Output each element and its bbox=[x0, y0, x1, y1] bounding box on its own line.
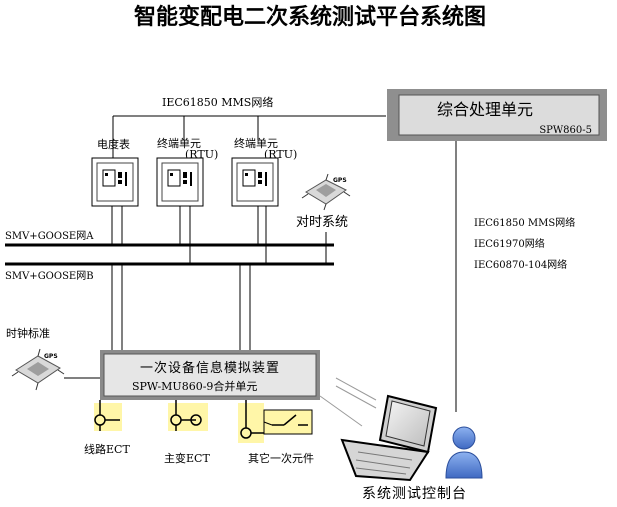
gps-satellite-top-icon bbox=[301, 173, 351, 211]
operator-person-icon bbox=[445, 426, 483, 479]
sim-to-console-link-2 bbox=[335, 385, 377, 409]
other-primary-label: 其它一次元件 bbox=[248, 451, 314, 465]
device-label-rtu-1: 终端单元 bbox=[157, 136, 201, 150]
other-primary-element bbox=[238, 400, 313, 443]
rtu-device-1 bbox=[156, 157, 204, 207]
transformer-ect-element bbox=[168, 400, 208, 431]
meter-device bbox=[91, 157, 139, 207]
time-sync-label: 对时系统 bbox=[296, 215, 348, 230]
simulator-panel: 一次设备信息模拟装置 SPW-MU860-9合并单元 bbox=[100, 350, 320, 400]
simulator-subtitle: SPW-MU860-9合并单元 bbox=[132, 379, 257, 393]
sim-to-console-link-1 bbox=[335, 377, 377, 401]
console-label: 系统测试控制台 bbox=[362, 486, 467, 502]
line-ect-element bbox=[94, 400, 122, 431]
bus-b-label: SMV+GOOSE网B bbox=[5, 270, 94, 282]
processing-unit-title: 综合处理单元 bbox=[437, 100, 533, 119]
right-network-104: IEC60870-104网络 bbox=[474, 258, 567, 271]
right-network-61970: IEC61970网络 bbox=[474, 237, 545, 250]
gps-clock-badge: GPS bbox=[44, 353, 58, 360]
gps-top-badge: GPS bbox=[333, 177, 347, 184]
gps-satellite-clock-icon bbox=[11, 348, 65, 391]
sim-to-console-link-3 bbox=[319, 395, 363, 427]
device-label-rtu-2: 终端单元 bbox=[234, 136, 278, 150]
diagram-title: 智能变配电二次系统测试平台系统图 bbox=[134, 4, 486, 30]
right-network-mms: IEC61850 MMS网络 bbox=[474, 216, 575, 229]
clock-standard-label: 时钟标准 bbox=[6, 326, 50, 340]
simulator-title: 一次设备信息模拟装置 bbox=[140, 360, 280, 376]
top-network-label: IEC61850 MMS网络 bbox=[162, 95, 273, 109]
rtu-device-2 bbox=[231, 157, 279, 207]
processing-unit-model: SPW860-5 bbox=[539, 125, 592, 136]
device-label-meter: 电度表 bbox=[97, 137, 130, 151]
transformer-ect-label: 主变ECT bbox=[164, 451, 210, 465]
line-ect-label: 线路ECT bbox=[84, 442, 130, 456]
laptop-icon bbox=[340, 394, 438, 482]
bus-a-label: SMV+GOOSE网A bbox=[5, 230, 94, 242]
processing-unit-panel: 综合处理单元 SPW860-5 bbox=[387, 89, 607, 141]
